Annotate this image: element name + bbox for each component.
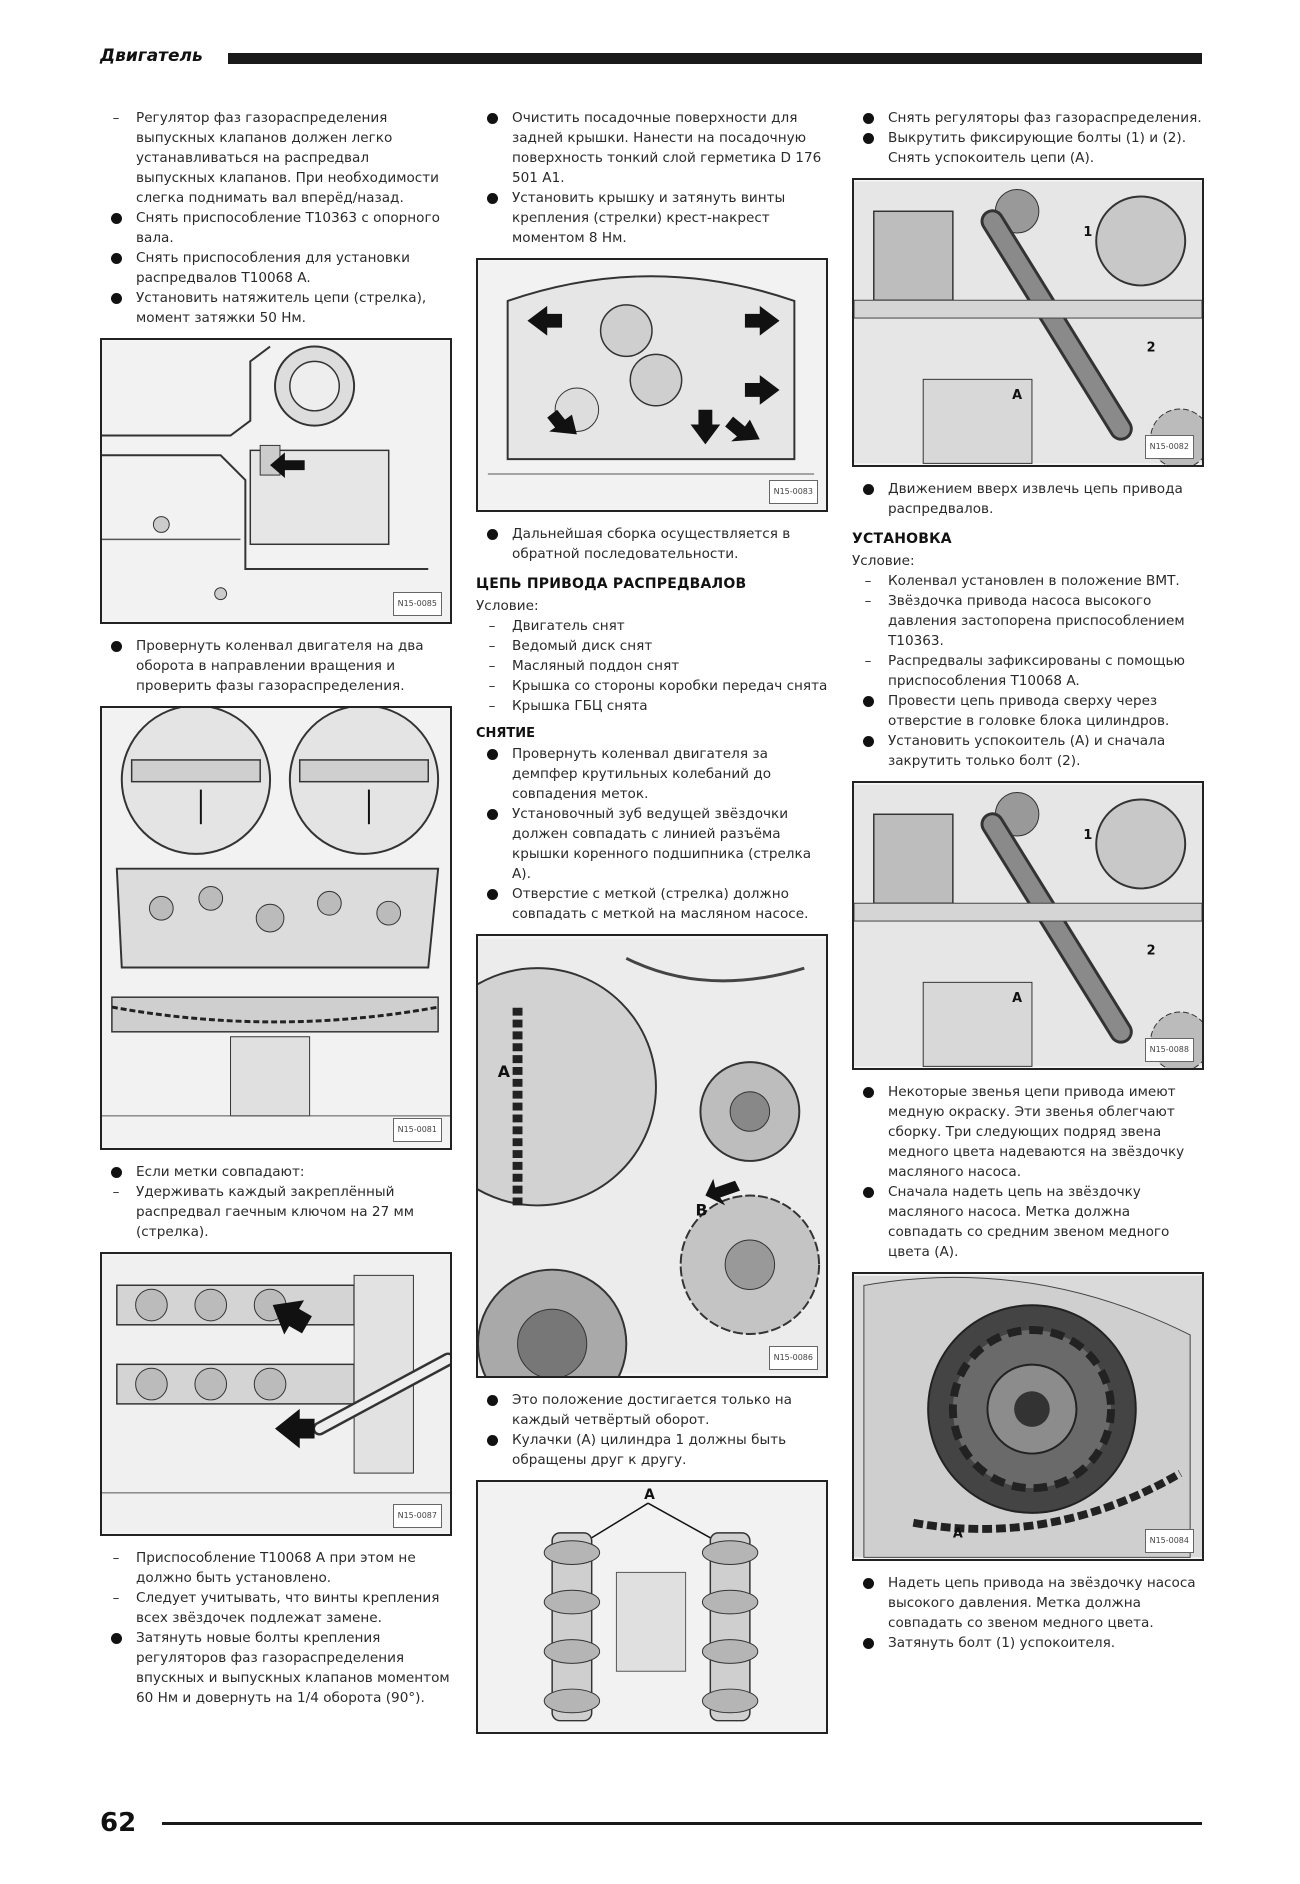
list-item: Двигатель снят — [476, 616, 828, 636]
figure-label: 1 — [1083, 828, 1092, 843]
arrow-icon — [690, 409, 721, 445]
list-item: Некоторые звенья цепи привода имеют медн… — [852, 1082, 1204, 1182]
list-item: Провернуть коленвал двигателя на два обо… — [100, 636, 452, 696]
figure-label: A — [498, 1062, 511, 1081]
figure-drawing: A — [854, 1275, 1202, 1558]
figure-code: N15-0081 — [392, 1118, 442, 1142]
condition-label: Условие: — [476, 598, 539, 614]
column-2: Очистить посадочные поверхности для задн… — [476, 108, 828, 1746]
figure-sprockets: A B N15-0086 — [476, 934, 828, 1378]
figure-label: A — [644, 1487, 655, 1503]
list-item: Дальнейшая сборка осуществляется в обрат… — [476, 524, 828, 564]
list-item: Надеть цепь привода на звёздочку насоса … — [852, 1573, 1204, 1633]
figure-drawing: A — [478, 1483, 826, 1731]
figure-label: 1 — [1083, 225, 1092, 240]
figure-label: B — [696, 1200, 708, 1219]
list-item: Снять приспособления для установки распр… — [100, 248, 452, 288]
list-item: Регулятор фаз газораспределения выпускны… — [100, 108, 452, 208]
figure-code: N15-0086 — [768, 1346, 818, 1370]
list-item: Отверстие с меткой (стрелка) должно совп… — [476, 884, 828, 924]
figure-code: N15-0082 — [1144, 435, 1194, 459]
list-item: Если метки совпадают: — [100, 1162, 452, 1182]
list-item: Следует учитывать, что винты крепления в… — [100, 1588, 452, 1628]
figure-drawing: 1 2 A — [854, 784, 1202, 1068]
page-number: 62 — [100, 1808, 137, 1838]
arrow-icon — [547, 409, 577, 435]
figure-code: N15-0084 — [1144, 1529, 1194, 1553]
list-item: Установить успокоитель (A) и сначала зак… — [852, 731, 1204, 771]
figure-code: N15-0083 — [768, 480, 818, 504]
list-item: Установить крышку и затянуть винты крепл… — [476, 188, 828, 248]
list-item: Крышка со стороны коробки передач снята — [476, 676, 828, 696]
figure-code: N15-0085 — [392, 592, 442, 616]
figure-code: N15-0088 — [1144, 1038, 1194, 1062]
list-item: Коленвал установлен в положение ВМТ. — [852, 571, 1204, 591]
list-item: Установить натяжитель цепи (стрелка), мо… — [100, 288, 452, 328]
list-item: Установочный зуб ведущей звёздочки долже… — [476, 804, 828, 884]
list-item: Кулачки (A) цилиндра 1 должны быть обращ… — [476, 1430, 828, 1470]
page-footer: 62 — [100, 1808, 1202, 1838]
figure-chain-guide-1: 1 2 A N15-0082 — [852, 178, 1204, 467]
figure-oil-pump-sprocket: A N15-0084 — [852, 1272, 1204, 1561]
figure-drawing — [102, 1255, 450, 1533]
figure-camshafts: A — [476, 1480, 828, 1734]
arrow-icon — [725, 416, 760, 442]
figure-drawing — [478, 261, 826, 509]
figure-label: 2 — [1147, 944, 1156, 959]
list-item: Провести цепь привода сверху через отвер… — [852, 691, 1204, 731]
list-item: Это положение достигается только на кажд… — [476, 1390, 828, 1430]
list-item: Затянуть болт (1) успокоителя. — [852, 1633, 1204, 1653]
figure-rear-cover: N15-0083 — [476, 258, 828, 512]
arrow-icon — [744, 305, 780, 336]
arrow-icon — [270, 452, 305, 479]
list-item: Масляный поддон снят — [476, 656, 828, 676]
list-item: Сначала надеть цепь на звёздочку масляно… — [852, 1182, 1204, 1262]
figure-label: 2 — [1147, 341, 1156, 356]
condition-label: Условие: — [852, 553, 915, 569]
header-title: Двигатель — [100, 46, 211, 66]
header-rule — [228, 53, 1202, 64]
list-item: Очистить посадочные поверхности для задн… — [476, 108, 828, 188]
figure-drawing: A B — [478, 938, 826, 1376]
figure-label: A — [1012, 991, 1022, 1006]
figure-wrench: N15-0087 — [100, 1252, 452, 1536]
list-item: Провернуть коленвал двигателя за демпфер… — [476, 744, 828, 804]
figure-code: N15-0087 — [392, 1504, 442, 1528]
arrow-icon — [744, 375, 780, 405]
list-item: Движением вверх извлечь цепь привода рас… — [852, 479, 1204, 519]
list-item: Снять регуляторы фаз газораспределения. — [852, 108, 1204, 128]
list-item: Ведомый диск снят — [476, 636, 828, 656]
arrow-icon — [527, 305, 563, 336]
subsection-title: СНЯТИЕ — [476, 726, 536, 741]
list-item: Снять приспособление T10363 с опорного в… — [100, 208, 452, 248]
arrow-icon — [272, 1300, 312, 1335]
page-header: Двигатель — [100, 46, 1202, 70]
figure-tensioner: N15-0085 — [100, 338, 452, 624]
column-3: Снять регуляторы фаз газораспределения. … — [852, 108, 1204, 1653]
figure-chain-guide-2: 1 2 A N15-0088 — [852, 781, 1204, 1070]
arrow-icon — [275, 1408, 315, 1449]
list-item: Распредвалы зафиксированы с помощью прис… — [852, 651, 1204, 691]
footer-rule — [162, 1822, 1202, 1825]
list-item: Удерживать каждый закреплённый распредва… — [100, 1182, 452, 1242]
list-item: Выкрутить фиксирующие болты (1) и (2). С… — [852, 128, 1204, 168]
arrow-icon — [705, 1178, 740, 1206]
figure-drawing — [102, 708, 450, 1146]
list-item: Затянуть новые болты крепления регулятор… — [100, 1628, 452, 1708]
list-item: Приспособление T10068 A при этом не долж… — [100, 1548, 452, 1588]
figure-drawing: 1 2 A — [854, 181, 1202, 465]
figure-drawing — [102, 341, 450, 621]
figure-label: A — [1012, 388, 1022, 403]
figure-label: A — [953, 1527, 963, 1542]
list-item: Звёздочка привода насоса высокого давлен… — [852, 591, 1204, 651]
section-title: ЦЕПЬ ПРИВОДА РАСПРЕДВАЛОВ — [476, 576, 747, 592]
list-item: Крышка ГБЦ снята — [476, 696, 828, 716]
column-1: Регулятор фаз газораспределения выпускны… — [100, 108, 452, 1708]
section-title: УСТАНОВКА — [852, 531, 952, 547]
figure-timing-marks: N15-0081 — [100, 706, 452, 1150]
